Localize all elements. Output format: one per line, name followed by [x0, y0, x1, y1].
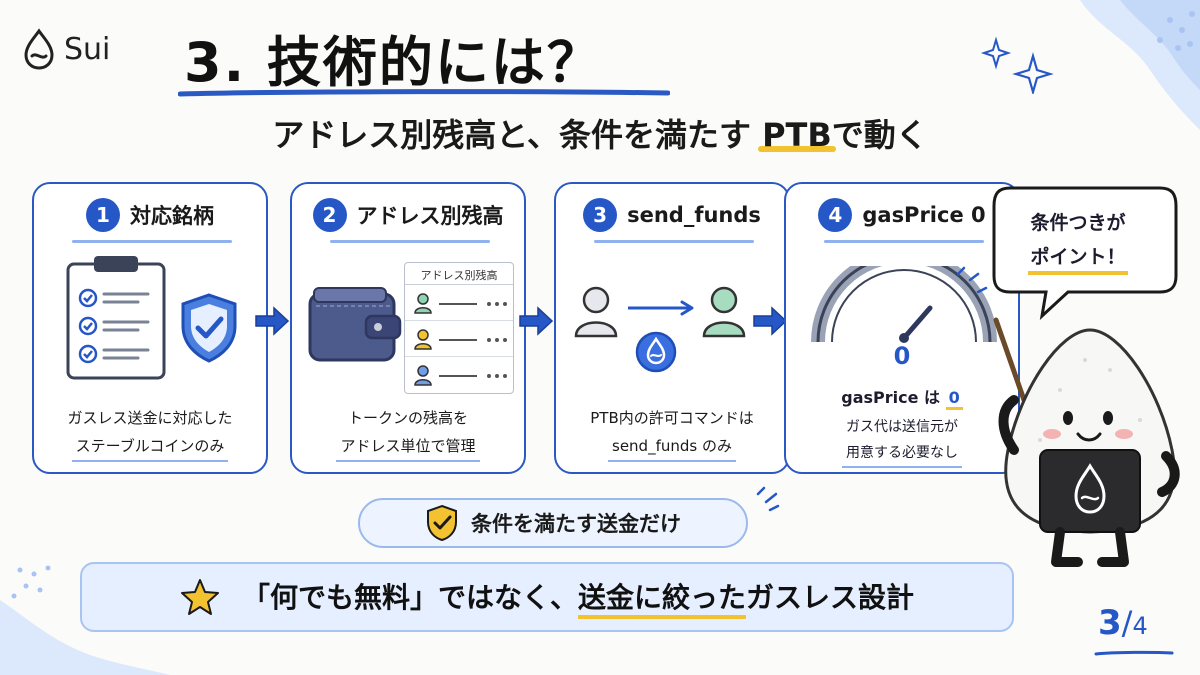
step-number-badge: 1: [86, 198, 120, 232]
arrow-right-icon: [753, 306, 788, 336]
clipboard-icon: [66, 256, 166, 380]
gas-price-label: gasPrice は: [841, 388, 946, 407]
receiver-user-icon: [702, 286, 746, 338]
card-title-underline: [330, 240, 490, 243]
card-title: アドレス別残高: [356, 204, 504, 228]
card-header: 3 send_funds: [556, 198, 788, 232]
bubble-line-1: 条件つきが: [1030, 212, 1126, 234]
card-description: ガス代は送信元が 用意する必要なし: [786, 414, 1018, 468]
sender-user-icon: [574, 286, 618, 338]
card-desc-line-2: 用意する必要なし: [842, 440, 962, 468]
card-send-funds: 3 send_funds PTB内の許可コマンドは send_funds のみ: [554, 182, 790, 474]
sparkle-icon: [980, 36, 1054, 94]
subtitle: アドレス別残高と、条件を満たす PTBで動く: [0, 110, 1200, 156]
star-icon: [180, 579, 219, 615]
balance-row: [405, 321, 513, 357]
card-title-underline: [72, 240, 232, 243]
page-current: 3: [1098, 603, 1122, 643]
card-title-underline: [824, 240, 984, 243]
card-title: send_funds: [627, 203, 761, 227]
balance-list: アドレス別残高: [404, 262, 514, 394]
banner-prefix: 「何でも無料」ではなく、: [241, 580, 578, 614]
balance-row: [405, 357, 513, 393]
page-title: 3. 技術的には？: [184, 31, 603, 94]
card-desc-line-1: ガス代は送信元が: [846, 419, 958, 435]
banner-highlight: 送金に絞った: [577, 581, 746, 619]
gauge-value: 0: [893, 342, 911, 370]
sui-logo: Sui: [22, 28, 110, 70]
transfer-arrow-icon: [628, 300, 694, 316]
condition-pill: 条件を満たす送金だけ: [358, 498, 748, 548]
subtitle-suffix: で動く: [831, 116, 928, 154]
decorative-wave-top-right: [1080, 0, 1200, 130]
page-counter: 3/4: [1098, 603, 1148, 643]
onigiri-mascot: [993, 317, 1180, 567]
card-desc-line-1: トークンの残高を: [347, 409, 468, 427]
speech-bubble-text: 条件つきが ポイント！: [990, 206, 1166, 275]
page-counter-underline: [1094, 650, 1174, 656]
sparkle-lines-icon: [756, 486, 780, 512]
card-title: 対応銘柄: [130, 204, 214, 228]
card-description: トークンの残高を アドレス単位で管理: [292, 404, 524, 462]
balance-placeholder: [439, 374, 507, 378]
subtitle-prefix: アドレス別残高と、条件を満たす: [272, 116, 763, 154]
step-number-badge: 3: [583, 198, 618, 232]
user-icon: [414, 293, 432, 314]
sui-token-icon: [635, 331, 677, 373]
decorative-wave-bottom-left: [0, 565, 170, 675]
card-desc-line-2: アドレス単位で管理: [336, 432, 480, 462]
balance-placeholder: [439, 302, 507, 306]
arrow-right-icon: [255, 306, 290, 336]
gauge-icon: [811, 266, 997, 343]
balance-row: [405, 285, 513, 321]
page-total: 4: [1132, 612, 1148, 640]
user-icon: [414, 365, 432, 386]
card-description: PTB内の許可コマンドは send_funds のみ: [556, 404, 788, 462]
balance-placeholder: [439, 338, 507, 342]
banner-suffix: ガスレス設計: [746, 580, 915, 614]
speech-bubble: [992, 186, 1178, 320]
step-number-badge: 4: [818, 198, 853, 232]
card-header: 2 アドレス別残高: [292, 198, 524, 232]
wallet-icon: [308, 287, 402, 362]
arrow-right-icon: [519, 306, 554, 336]
sui-logo-icon: [24, 28, 54, 70]
shield-check-icon: [427, 504, 457, 542]
title-underline: [178, 89, 670, 97]
card-title-underline: [594, 240, 754, 243]
bubble-line-2: ポイント！: [1028, 243, 1128, 275]
page-separator: /: [1121, 604, 1133, 642]
card-header: 1 対応銘柄: [34, 198, 266, 232]
card-title: gasPrice 0: [862, 203, 986, 227]
balance-list-title: アドレス別残高: [405, 263, 513, 285]
step-number-badge: 2: [312, 198, 347, 232]
pill-text: 条件を満たす送金だけ: [471, 512, 681, 536]
card-desc-line-1: PTB内の許可コマンドは: [590, 409, 754, 427]
gas-price-value: 0: [945, 388, 963, 410]
card-description: ガスレス送金に対応した ステーブルコインのみ: [34, 404, 266, 462]
card-header: 4 gasPrice 0: [786, 198, 1018, 232]
card-desc-line-1: ガスレス送金に対応した: [67, 409, 233, 427]
shield-check-icon: [181, 293, 237, 363]
logo-text: Sui: [64, 31, 111, 67]
card-desc-line-2: ステーブルコインのみ: [71, 432, 229, 462]
gas-price-line: gasPrice は 0: [786, 384, 1018, 410]
card-gas-price: 4 gasPrice 0 0 gasPrice は 0 ガス代は送信元が 用意す…: [784, 182, 1020, 474]
card-address-balance: 2 アドレス別残高 アドレス別残高 トークンの残高を アドレス単位で管理: [290, 182, 526, 474]
user-icon: [414, 329, 432, 350]
card-supported-tokens: 1 対応銘柄 ガスレス送金に対応した ステーブルコインのみ: [32, 182, 268, 474]
card-desc-line-2: send_funds のみ: [608, 432, 736, 462]
subtitle-highlight: PTB: [758, 116, 836, 154]
banner-text: 「何でも無料」ではなく、送金に絞ったガスレス設計: [242, 576, 914, 619]
summary-banner: 「何でも無料」ではなく、送金に絞ったガスレス設計: [80, 562, 1014, 632]
